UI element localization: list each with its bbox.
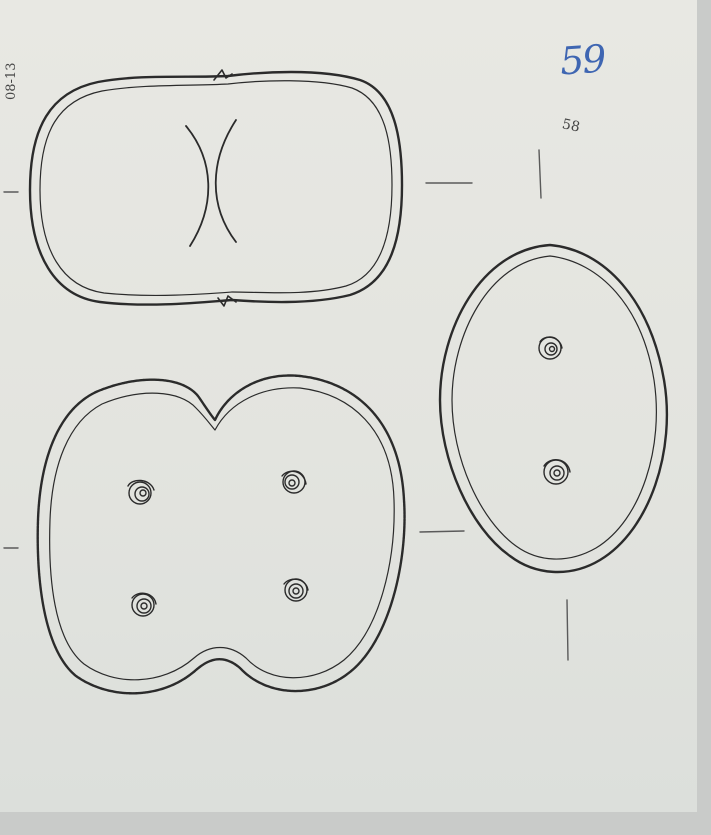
oval-inner-wall <box>452 256 656 559</box>
oval-outer-wall <box>440 245 667 572</box>
oval-cell-two-nuclei-icon <box>440 245 667 572</box>
nucleus-lower <box>544 460 570 484</box>
tick-mark <box>567 600 568 660</box>
top-notch <box>214 70 232 80</box>
nucleus-top-left <box>128 480 154 504</box>
tick-mark <box>420 531 464 532</box>
nucleus-top-right <box>282 471 306 493</box>
septum-right-arc <box>216 120 236 242</box>
dividing-cell-with-septum-icon <box>30 70 402 306</box>
nucleus-bottom-left <box>132 593 156 616</box>
bilobed-outer-wall <box>38 375 405 693</box>
septum-left-arc <box>186 126 208 246</box>
bilobed-cell-four-nuclei-icon <box>38 375 405 693</box>
nucleus-upper <box>539 337 562 359</box>
registration-marks <box>4 150 568 660</box>
nucleus-bottom-right <box>284 579 308 601</box>
bilobed-inner-wall <box>50 388 395 680</box>
tick-mark <box>539 150 541 198</box>
